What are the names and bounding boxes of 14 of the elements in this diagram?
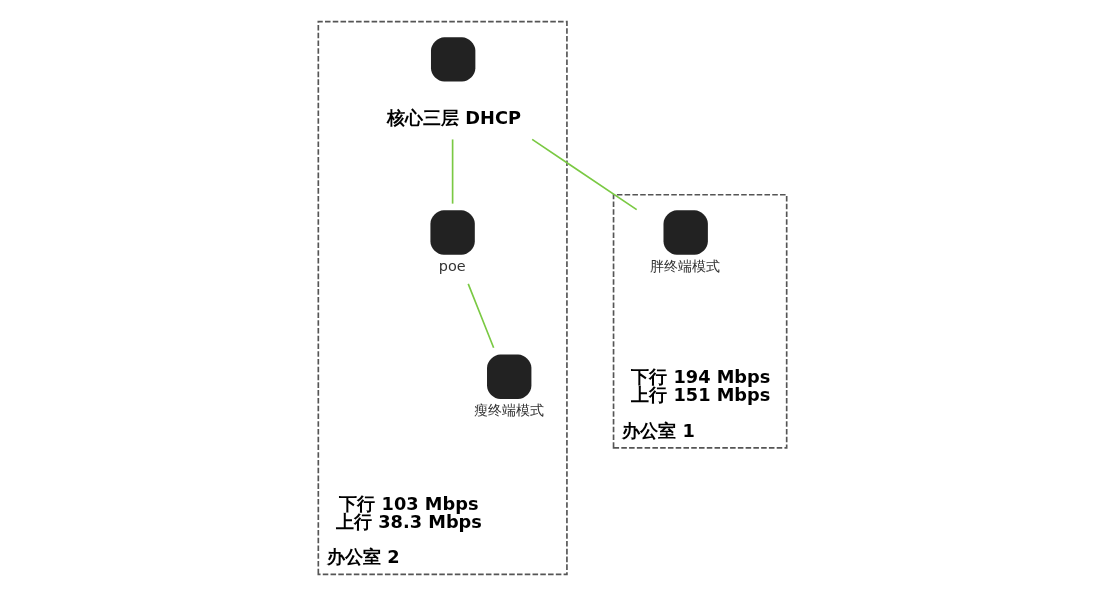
node-box <box>429 210 475 255</box>
node-label: poe <box>438 257 466 274</box>
node-box <box>486 354 531 399</box>
node-box <box>430 37 475 82</box>
node-label: 下行 103 Mbps <box>338 493 478 514</box>
node-label: 瘦终端模式 <box>473 401 544 418</box>
node-box <box>663 210 708 255</box>
connector <box>530 138 637 211</box>
node-label: 核心三层 DHCP <box>386 107 521 128</box>
connector <box>451 138 453 205</box>
connector <box>466 283 494 349</box>
node-label: 下行 194 Mbps <box>630 367 770 388</box>
node-label: 胖终端模式 <box>649 257 720 274</box>
node-label: 上行 151 Mbps <box>630 385 770 405</box>
